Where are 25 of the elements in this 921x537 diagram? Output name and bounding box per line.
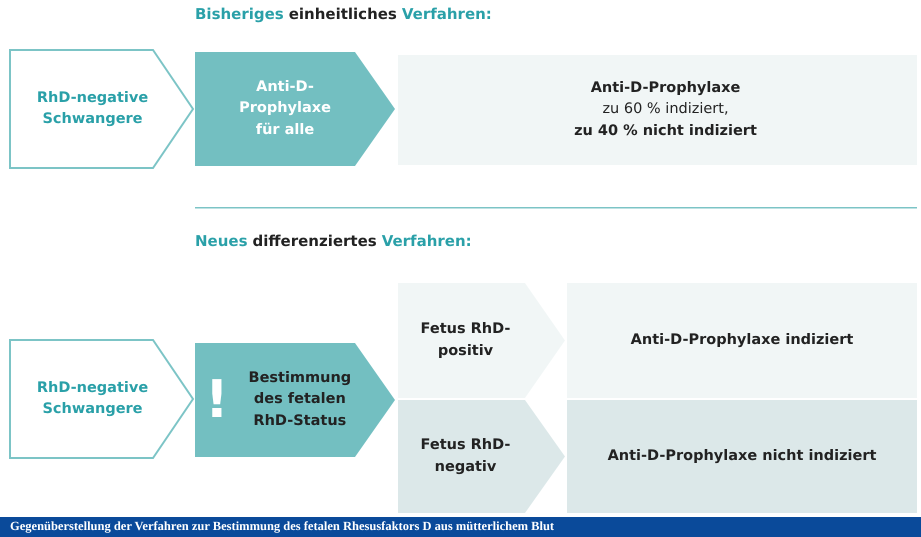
- node-text: Anti-D-Prophylaxe nicht indiziert: [608, 446, 876, 466]
- chevron-box: [10, 340, 193, 458]
- node-text: RhD-negative Schwangere: [36, 88, 150, 129]
- node-text: Anti-D-Prophylaxe: [590, 79, 740, 98]
- node-text: RhD-negative Schwangere: [36, 378, 150, 419]
- node-text: Fetus RhD-positiv: [420, 320, 512, 360]
- chevron-box: [10, 50, 193, 168]
- node-text: Anti-D-Prophylaxe indiziert: [630, 330, 854, 350]
- node-text: zu 60 % indiziert,: [602, 100, 729, 120]
- chevron-box: [398, 400, 565, 513]
- heading-word: einheitliches: [288, 5, 397, 23]
- heading-word: Verfahren:: [402, 5, 492, 23]
- node-text: Bestimmung des fetalen RhD-Status: [248, 369, 352, 430]
- node-text: zu 40 % nicht indiziert: [574, 122, 757, 140]
- chevron-box: [195, 52, 395, 166]
- heading-word: Bisheriges: [195, 5, 284, 23]
- caption: Gegenüberstellung der Verfahren zur Bestimmung des fetalen Rhesusfaktors D aus mütterlichem Blut: [10, 519, 554, 534]
- chevron-box: [195, 343, 395, 457]
- result-box: [567, 400, 917, 513]
- heading-word: Neues: [195, 232, 248, 250]
- node-text: Anti-D-Prophylaxe für alle: [238, 78, 332, 140]
- exclamation-mark: !: [205, 374, 230, 426]
- heading-word: Verfahren:: [382, 232, 472, 250]
- node-text: Fetus RhD-negativ: [420, 436, 512, 476]
- heading-word: differenziertes: [252, 232, 377, 250]
